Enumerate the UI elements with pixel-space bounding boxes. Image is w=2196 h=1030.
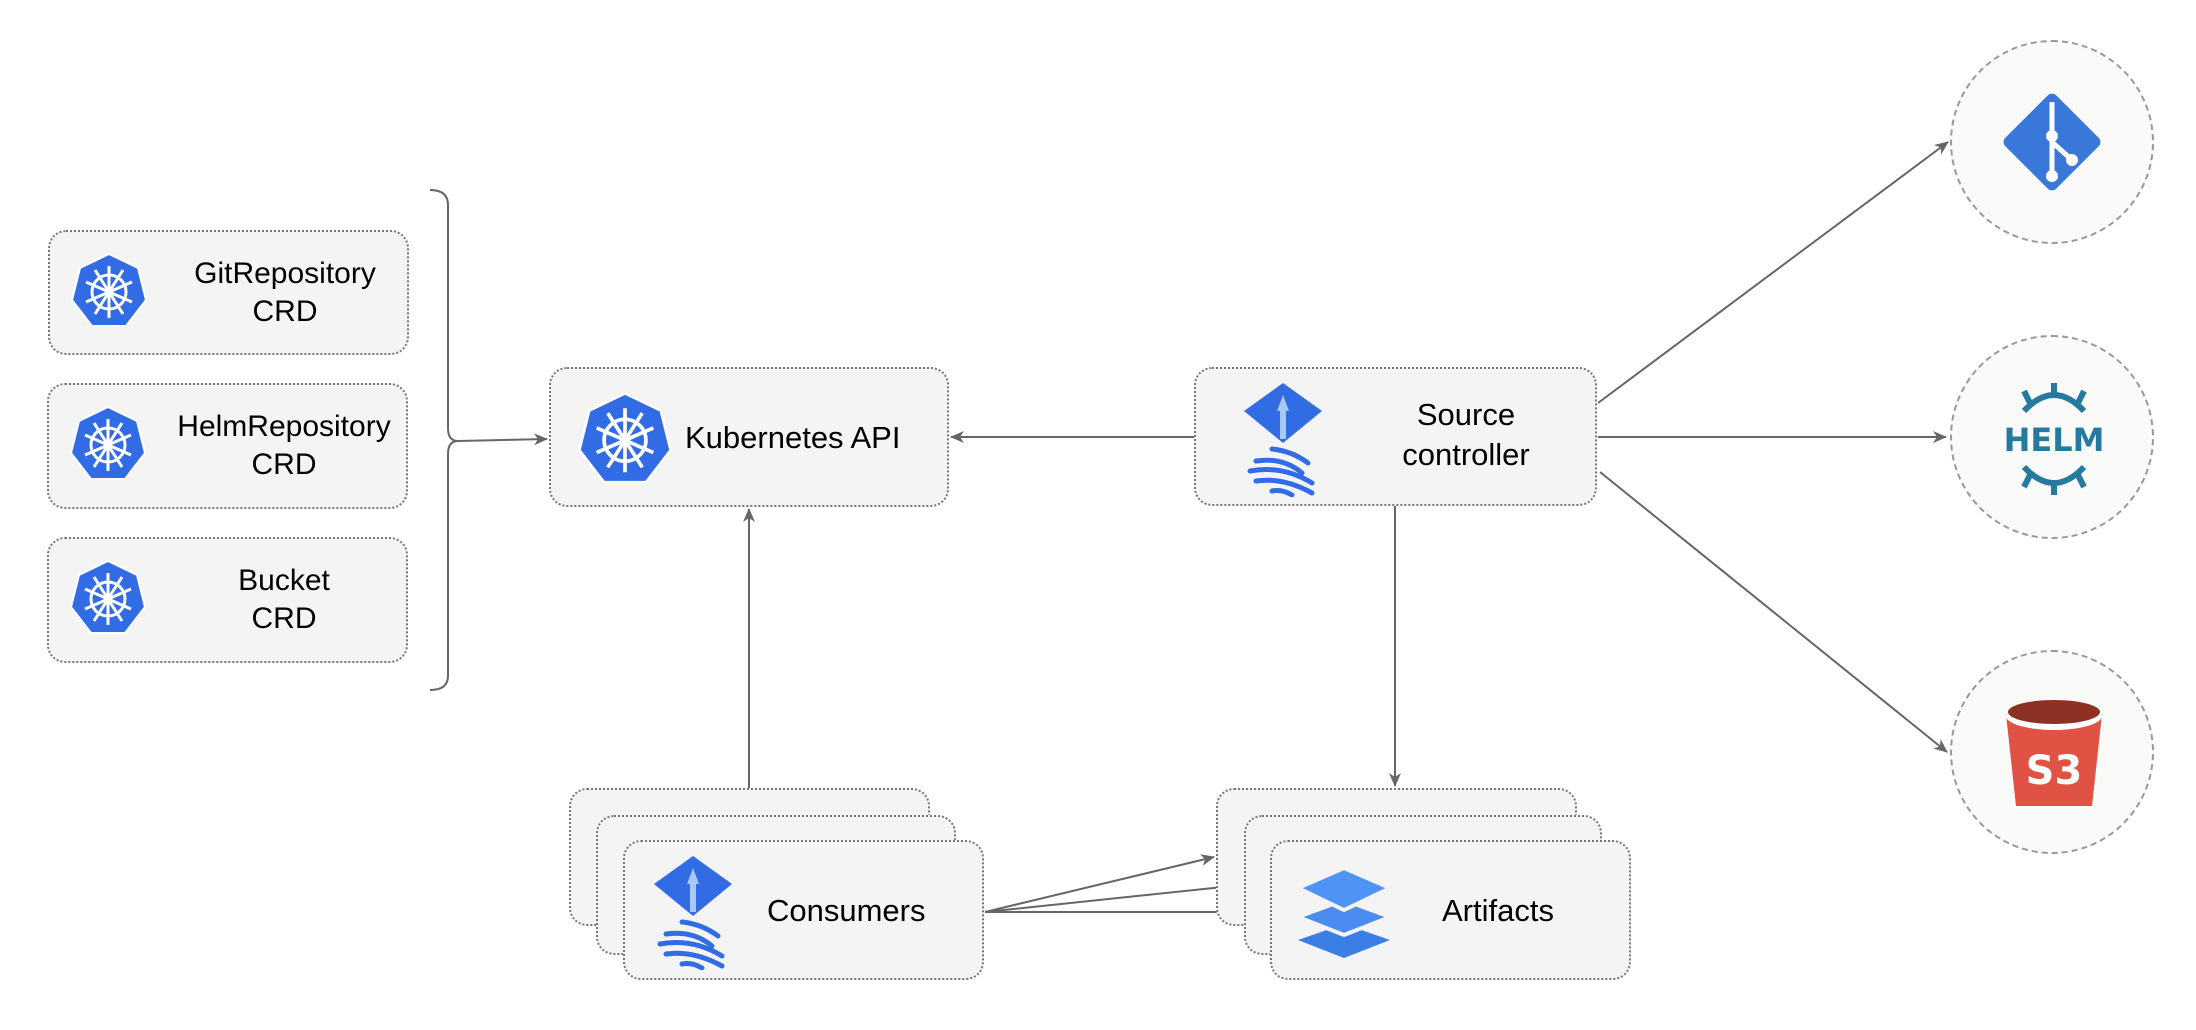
helm-icon: HELM [2004, 383, 2105, 495]
arrow-crds-to-api [457, 433, 548, 446]
svg-text:HELM: HELM [2004, 421, 2105, 459]
consumers-label: Consumers [767, 893, 926, 928]
kubernetes-api-label: Kubernetes API [685, 420, 901, 455]
helm-source: HELM [1950, 335, 2154, 539]
arrow-consumers-to-artifact-2 [984, 880, 1243, 913]
s3-bucket-icon: S3 [2006, 700, 2102, 806]
git-icon [2003, 93, 2101, 191]
git-source [1950, 40, 2154, 244]
arrow-consumers-to-artifact-1 [984, 854, 1215, 913]
artifacts-box: Artifacts [1270, 840, 1631, 980]
s3-source: S3 [1950, 650, 2154, 854]
artifacts-label: Artifacts [1442, 893, 1554, 928]
svg-text:S3: S3 [2026, 748, 2083, 794]
kubernetes-api-box: Kubernetes API [549, 367, 949, 507]
arrow-source-to-git [1597, 141, 1949, 404]
arrow-source-to-s3 [1599, 471, 1948, 753]
layers-icon [1294, 865, 1394, 958]
consumers-box: Consumers [623, 840, 984, 980]
